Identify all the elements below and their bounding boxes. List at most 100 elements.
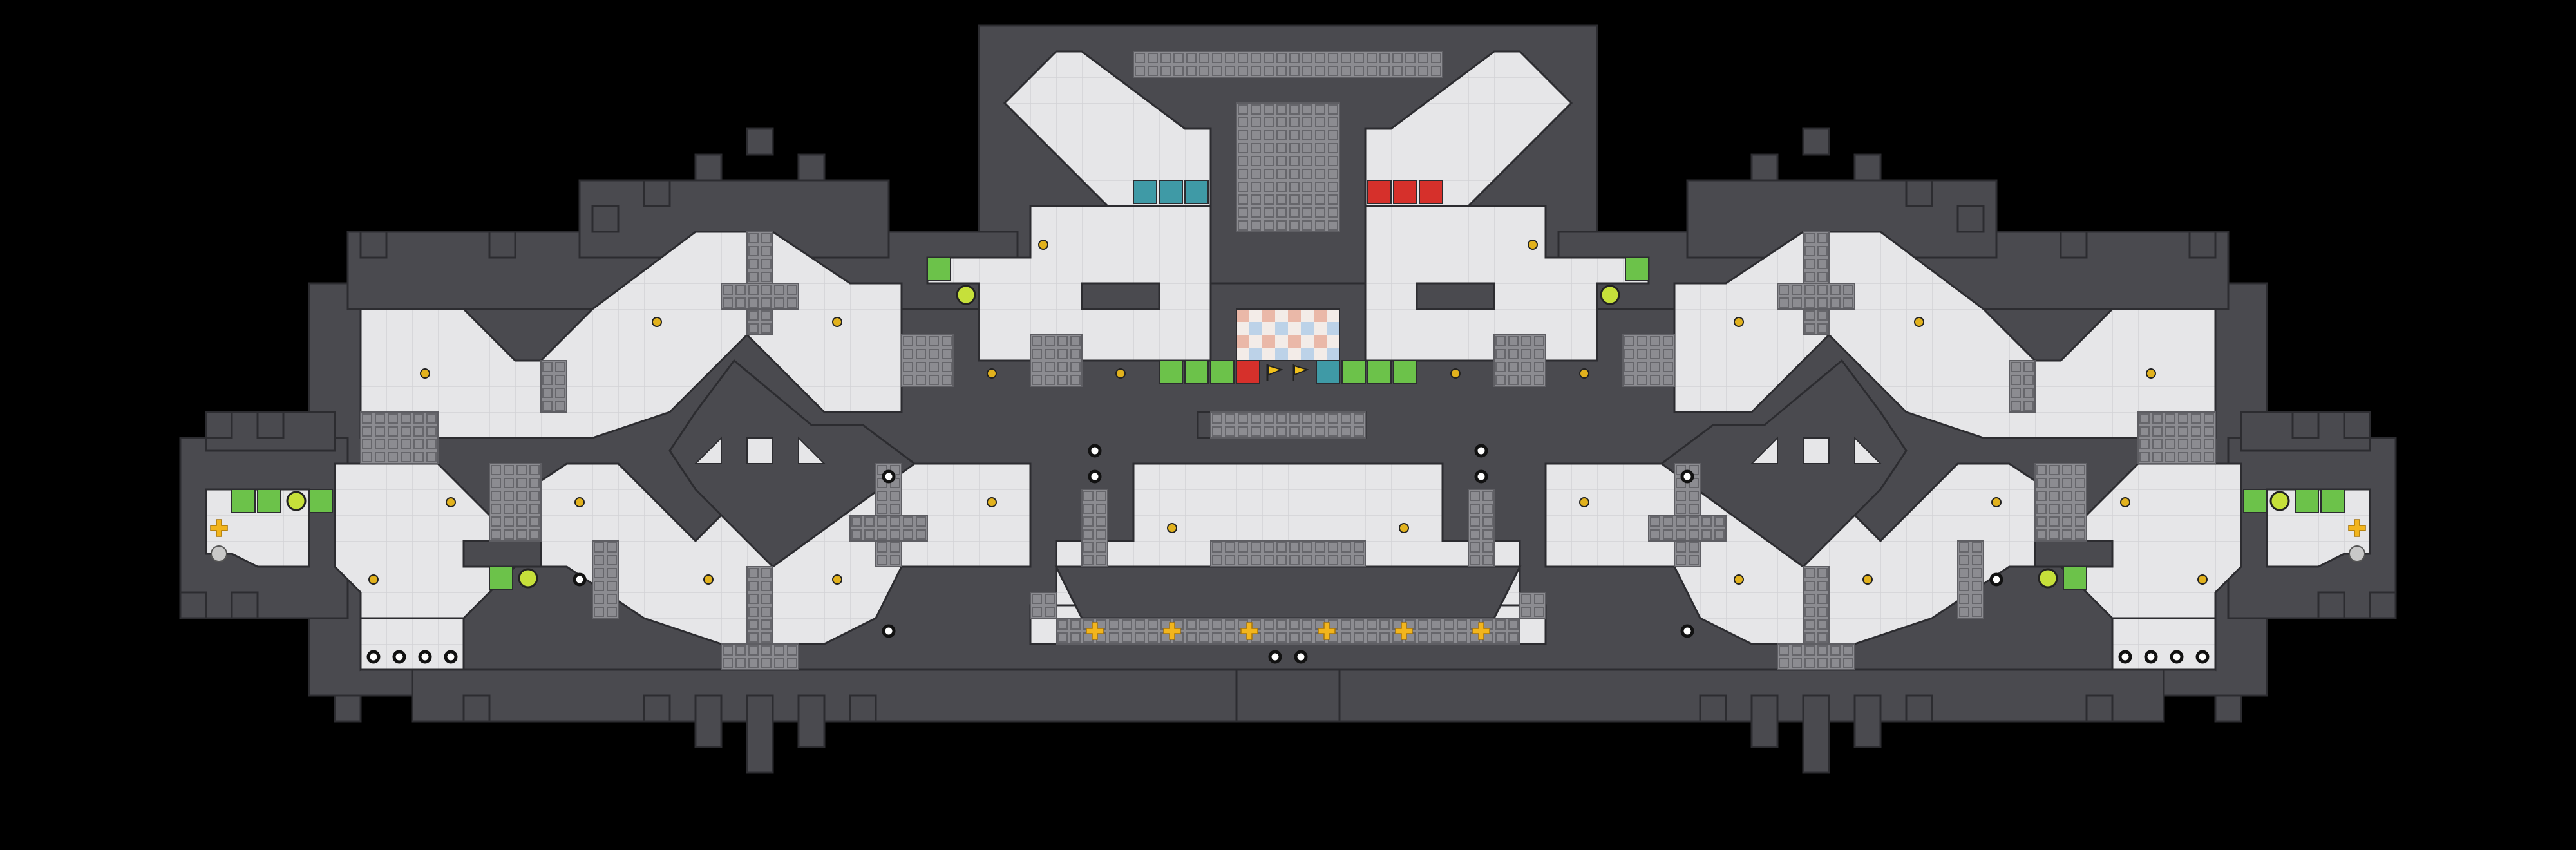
- coin-icon: [1862, 574, 1873, 585]
- plus-pickup-icon: [2348, 519, 2366, 537]
- sawblade-icon: [1474, 444, 1488, 458]
- sawblade-icon: [1989, 572, 2003, 587]
- green-block: [489, 566, 513, 590]
- orb-icon: [1600, 285, 1620, 305]
- teal-block: [1184, 180, 1209, 204]
- sawblade-icon: [882, 469, 896, 484]
- orb-icon: [2269, 491, 2290, 511]
- sawblade-icon: [2170, 650, 2184, 664]
- red-block: [1236, 360, 1260, 384]
- flag-markers: [1266, 364, 1310, 381]
- orb-icon: [956, 285, 976, 305]
- red-block: [1367, 180, 1392, 204]
- coin-icon: [1450, 368, 1461, 379]
- green-block: [1184, 360, 1209, 384]
- coin-icon: [1115, 368, 1126, 379]
- coin-icon: [1399, 523, 1409, 533]
- coin-icon: [703, 574, 714, 585]
- plus-pickup-icon: [1395, 622, 1413, 640]
- green-block: [308, 489, 333, 513]
- green-block: [2320, 489, 2345, 513]
- plus-pickup-icon: [1240, 622, 1258, 640]
- checkered-goal-zone: [1236, 308, 1340, 361]
- green-block: [1625, 257, 1649, 281]
- coin-icon: [987, 497, 997, 507]
- coin-icon: [1167, 523, 1177, 533]
- green-block: [1159, 360, 1183, 384]
- green-block: [1393, 360, 1417, 384]
- orb-icon: [2038, 568, 2058, 589]
- coin-icon: [1528, 240, 1538, 250]
- green-block: [2295, 489, 2319, 513]
- coin-icon: [1914, 317, 1924, 327]
- coin-icon: [652, 317, 662, 327]
- teal-block: [1133, 180, 1157, 204]
- sawblade-icon: [392, 650, 406, 664]
- plus-pickup-icon: [1318, 622, 1336, 640]
- flag-icon: [1266, 364, 1284, 381]
- green-block: [927, 257, 951, 281]
- grey-discs: [211, 545, 2365, 562]
- coin-icon: [446, 497, 456, 507]
- sawblade-icon: [882, 624, 896, 638]
- wall-spikes: [179, 128, 2397, 774]
- coin-pickups: [368, 240, 2208, 585]
- teal-block: [1159, 180, 1183, 204]
- coin-icon: [2146, 368, 2156, 379]
- green-block: [1210, 360, 1235, 384]
- sawblade-icon: [1088, 444, 1102, 458]
- coin-icon: [368, 574, 379, 585]
- plus-pickup-icon: [210, 519, 228, 537]
- red-block: [1419, 180, 1443, 204]
- coin-icon: [1038, 240, 1048, 250]
- sawblade-icon: [1294, 650, 1308, 664]
- coin-icon: [1734, 574, 1744, 585]
- sawblade-icon: [2118, 650, 2132, 664]
- green-block: [231, 489, 256, 513]
- coin-icon: [1734, 317, 1744, 327]
- plus-pickups: [210, 519, 2366, 640]
- central-grate-block: [1236, 102, 1340, 232]
- coin-icon: [1991, 497, 2002, 507]
- grey-disc-icon: [2349, 545, 2365, 562]
- sawblade-icon: [366, 650, 381, 664]
- grate-tiles: [360, 51, 2216, 670]
- plus-pickup-icon: [1472, 622, 1490, 640]
- sawblade-icon: [2144, 650, 2158, 664]
- coin-icon: [574, 497, 585, 507]
- sawblade-icon: [2195, 650, 2210, 664]
- coin-icon: [987, 368, 997, 379]
- grey-disc-icon: [211, 545, 227, 562]
- plus-pickup-icon: [1086, 622, 1104, 640]
- sawblade-icon: [1680, 469, 1694, 484]
- green-block: [2063, 566, 2087, 590]
- sawblade-icon: [573, 572, 587, 587]
- plus-pickup-icon: [1163, 622, 1181, 640]
- orb-pickups: [286, 285, 2290, 589]
- orb-icon: [518, 568, 538, 589]
- sawblade-icon: [444, 650, 458, 664]
- red-block: [1393, 180, 1417, 204]
- green-block: [1367, 360, 1392, 384]
- sawblade-icon: [1474, 469, 1488, 484]
- wall-window-markers: [694, 436, 1882, 464]
- coin-icon: [1579, 497, 1589, 507]
- coin-icon: [832, 317, 842, 327]
- flag-icon: [1292, 364, 1310, 381]
- coin-icon: [420, 368, 430, 379]
- coin-icon: [832, 574, 842, 585]
- green-block: [1341, 360, 1366, 384]
- coin-icon: [2120, 497, 2130, 507]
- color-block-tiles: [231, 180, 2345, 590]
- sawblade-icon: [1268, 650, 1282, 664]
- sawblade-icon: [1088, 469, 1102, 484]
- sawblade-hazards: [366, 444, 2210, 664]
- green-block: [2243, 489, 2268, 513]
- teal-block: [1316, 360, 1340, 384]
- sawblade-icon: [418, 650, 432, 664]
- sawblade-icon: [1680, 624, 1694, 638]
- top-grate-strip: [1133, 51, 1443, 78]
- orb-icon: [286, 491, 307, 511]
